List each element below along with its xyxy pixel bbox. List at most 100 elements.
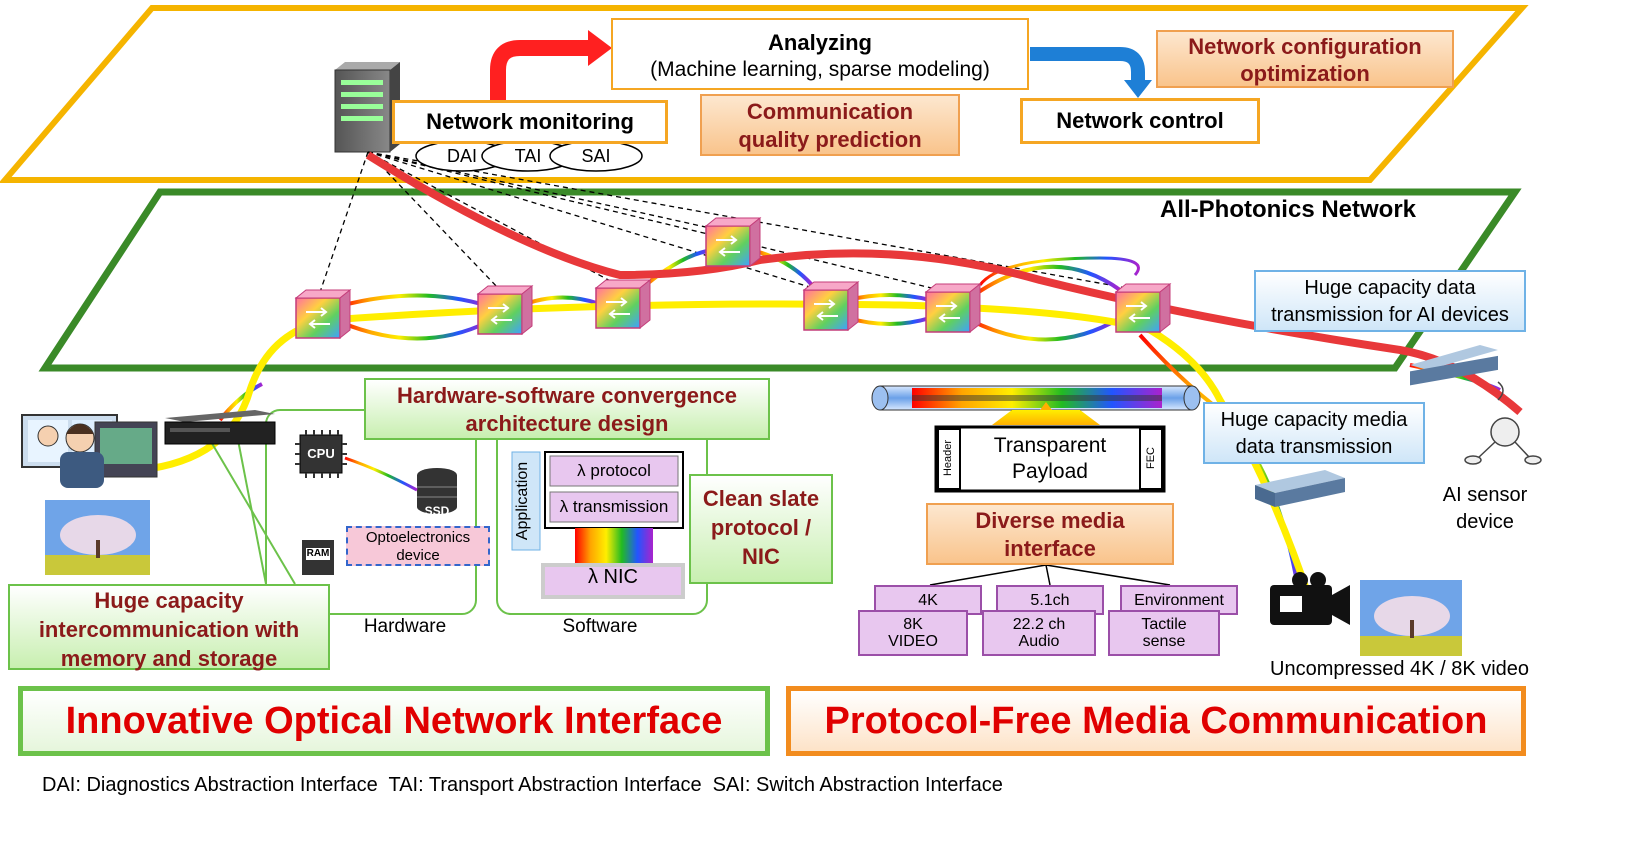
ram-icon [302, 540, 334, 575]
software-label: Software [562, 616, 638, 637]
hardware-label: Hardware [363, 616, 447, 637]
media-item-4k-label: 4K [918, 592, 938, 609]
huge-media-line1: Huge capacity media [1220, 409, 1408, 431]
analyzing-title: Analyzing [768, 30, 872, 55]
transparent-payload-label: Transparent Payload [962, 433, 1138, 485]
hw-sw-line2: architecture design [465, 411, 669, 436]
red-data-path [365, 151, 1523, 416]
clean-slate-line2: protocol / [710, 515, 812, 540]
ai-sensor-line1: AI sensor [1442, 484, 1528, 506]
huge-ai-line1: Huge capacity data [1304, 277, 1476, 299]
lambda-transmission-label: λ transmission [559, 497, 669, 516]
opto-line2: device [396, 547, 440, 564]
landscape-photo-left [45, 500, 150, 575]
media-item-8k-line1: 8K [903, 616, 923, 633]
analyzing-box: Analyzing (Machine learning, sparse mode… [611, 18, 1029, 90]
ai-sensor-line2: device [1456, 511, 1514, 533]
ai-sensor-icon [1464, 381, 1542, 465]
media-item-tactile-line2: sense [1142, 633, 1186, 650]
management-plane-frame [0, 4, 1529, 183]
net-config-line1: Network configuration [1188, 34, 1422, 59]
huge-mem-line1: Huge capacity [94, 588, 244, 613]
network-monitoring-box: Network monitoring [392, 100, 668, 144]
application-bar [511, 451, 541, 551]
apn-title: All-Photonics Network [1160, 196, 1417, 223]
opto-line1: Optoelectronics [365, 529, 471, 546]
media-item-tactile: Tactile sense [1108, 610, 1220, 656]
red-arrow-monitor-to-analyze [490, 40, 590, 100]
lambda-nic-label: λ NIC [588, 566, 638, 588]
server-rack-icon [334, 62, 400, 153]
fec-label: FEC [1145, 447, 1157, 469]
media-item-tactile-line1: Tactile [1141, 616, 1187, 633]
analyzing-subtitle: (Machine learning, sparse modeling) [650, 58, 990, 81]
comm-quality-line2: quality prediction [738, 127, 922, 152]
optical-switch-icon [705, 217, 761, 267]
diverse-line2: interface [1004, 536, 1096, 561]
optical-switch-icon [595, 279, 651, 329]
clean-slate-box: Clean slate protocol / NIC [689, 474, 833, 584]
network-monitoring-label: Network monitoring [426, 109, 634, 134]
tai-label: TAI [514, 146, 542, 166]
rack-server-icon [164, 410, 276, 445]
banner-protocol-free-media-communication: Protocol-Free Media Communication [786, 686, 1526, 756]
dai-label: DAI [446, 146, 477, 166]
media-item-222ch: 22.2 ch Audio [982, 610, 1096, 656]
person-at-computer-icon [21, 414, 158, 488]
huge-memory-box: Huge capacity intercommunication with me… [8, 584, 330, 671]
huge-media-line2: data transmission [1235, 436, 1393, 458]
lambda-rainbow-column [575, 528, 653, 568]
ai-sensor-label: AI sensor device [1420, 482, 1550, 536]
blue-arrow-analyze-to-control [1030, 47, 1145, 82]
network-control-box: Network control [1020, 98, 1260, 144]
optical-switch-icon [803, 281, 859, 331]
optoelectronics-box: Optoelectronics device [346, 526, 490, 566]
media-item-8k-line2: VIDEO [888, 633, 938, 650]
landscape-photo-right [1360, 580, 1462, 656]
huge-capacity-ai-box: Huge capacity data transmission for AI d… [1254, 270, 1526, 332]
footnote: DAI: Diagnostics Abstraction Interface T… [42, 774, 1003, 796]
optical-switch-icon [925, 283, 981, 333]
huge-ai-line2: transmission for AI devices [1271, 304, 1509, 326]
payload-line1: Transparent [993, 434, 1107, 457]
ssd-label: SSD [424, 504, 450, 518]
banner-innovative-optical-network-interface: Innovative Optical Network Interface [18, 686, 770, 756]
net-config-line2: optimization [1240, 61, 1370, 86]
application-label: Application [514, 461, 531, 541]
sai-label: SAI [581, 146, 611, 166]
net-config-optimization-box: Network configuration optimization [1156, 30, 1454, 88]
media-item-8k: 8K VIDEO [858, 610, 968, 656]
diverse-media-box: Diverse media interface [926, 503, 1174, 565]
payload-line2: Payload [1012, 460, 1088, 483]
packet-frame [934, 425, 1166, 493]
optical-fiber-links [218, 248, 1501, 601]
lambda-protocol-label: λ protocol [577, 461, 651, 480]
optical-switch-icon [1115, 283, 1171, 333]
media-item-environment-label: Environment [1134, 592, 1224, 609]
hw-sw-line1: Hardware-software convergence [397, 383, 737, 408]
video-camera-icon [1270, 572, 1350, 625]
header-label: Header [942, 439, 954, 477]
network-switch-icon [1255, 470, 1345, 507]
cpu-label: CPU [307, 446, 335, 461]
comm-quality-line1: Communication [746, 99, 914, 124]
ssd-icon [417, 468, 457, 514]
media-item-222ch-line1: 22.2 ch [1012, 616, 1066, 633]
ram-label: RAM [306, 548, 330, 559]
hw-sw-convergence-box: Hardware-software convergence architectu… [364, 378, 770, 440]
network-control-label: Network control [1056, 108, 1224, 133]
optical-switch-icon [295, 289, 351, 339]
clean-slate-line1: Clean slate [702, 486, 820, 511]
hardware-connector-lines [209, 439, 296, 585]
optical-tube [871, 385, 1201, 411]
media-item-51ch-label: 5.1ch [1030, 592, 1070, 609]
huge-capacity-media-box: Huge capacity media data transmission [1203, 402, 1425, 464]
media-connector-tree [929, 564, 1171, 586]
cpu-chip-icon [295, 430, 347, 478]
diverse-line1: Diverse media [975, 508, 1125, 533]
banner-left-label: Innovative Optical Network Interface [65, 700, 723, 742]
uncompressed-video-label: Uncompressed 4K / 8K video [1270, 658, 1530, 680]
network-switch-icon [1410, 345, 1498, 386]
banner-right-label: Protocol-Free Media Communication [824, 700, 1488, 742]
